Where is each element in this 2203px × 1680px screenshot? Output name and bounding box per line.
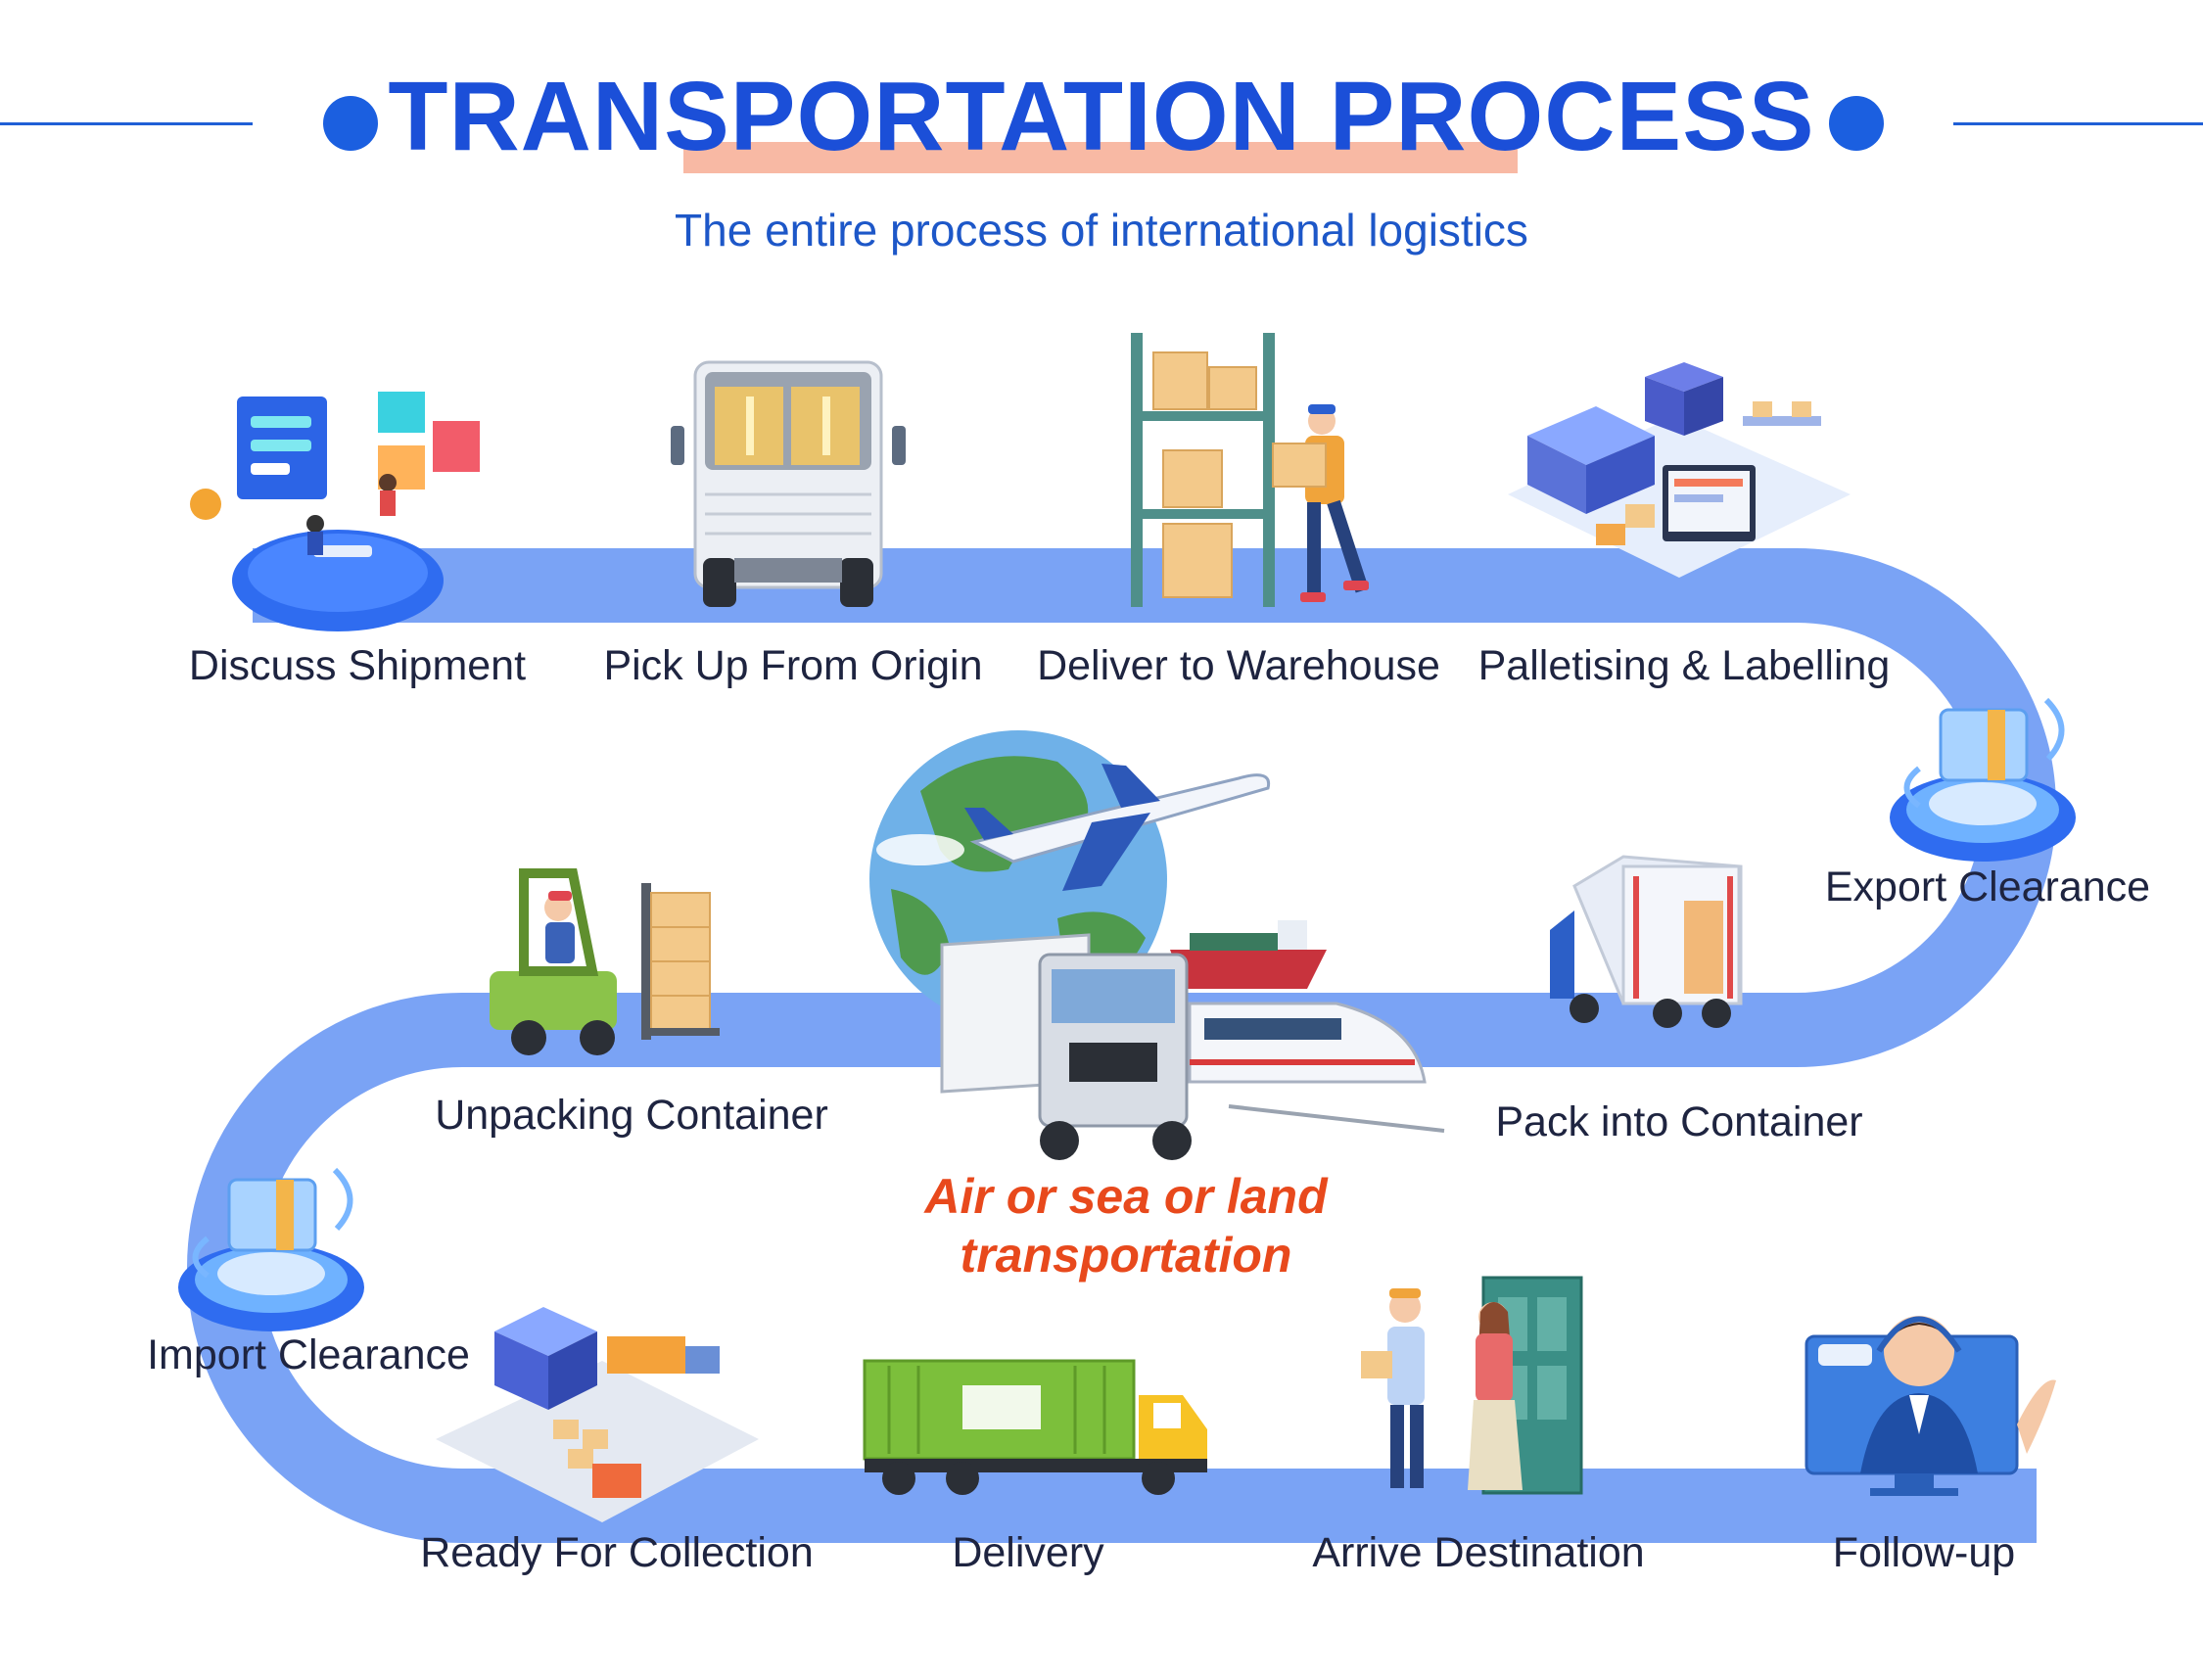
container-truck-icon — [1550, 855, 1743, 1028]
customs-box-icon — [1890, 697, 2076, 862]
handover-icon — [1361, 1276, 1583, 1495]
truck-icon-center — [940, 933, 1192, 1160]
meeting-icon — [190, 392, 480, 631]
step-label-deliver-to-warehouse: Deliver to Warehouse — [1037, 642, 1440, 689]
page-subtitle: The entire process of international logi… — [675, 205, 1528, 256]
title-highlight — [683, 142, 1518, 173]
step-label-export-clearance: Export Clearance — [1824, 863, 2151, 910]
step-label-follow-up: Follow-up — [1832, 1529, 2016, 1576]
depot-icon — [436, 1307, 759, 1522]
step-label-discuss-shipment: Discuss Shipment — [188, 642, 527, 689]
step-label-pack-into-container: Pack into Container — [1495, 1098, 1863, 1145]
ship-icon — [1170, 920, 1327, 989]
header-dot-left — [323, 96, 378, 151]
step-label-palletising-labelling: Palletising & Labelling — [1477, 642, 1891, 689]
step-label-import-clearance: Import Clearance — [147, 1331, 470, 1378]
header-dot-right — [1829, 96, 1884, 151]
header-rule-right — [1953, 122, 2203, 125]
center-transport-label: Air or sea or land transportation — [924, 1169, 1328, 1283]
step-label-pick-up-from-origin: Pick Up From Origin — [603, 642, 983, 689]
container-truck-icon-delivery — [863, 1359, 1207, 1495]
forklift-icon — [490, 868, 720, 1055]
step-label-ready-for-collection: Ready For Collection — [420, 1529, 814, 1576]
warehouse-worker-icon — [1131, 333, 1370, 607]
step-label-unpacking-container: Unpacking Container — [435, 1092, 828, 1139]
truck-icon — [671, 360, 906, 607]
page-title: TRANSPORTATION PROCESS — [388, 62, 1815, 171]
header-rule-left — [0, 122, 253, 125]
factory-icon — [1508, 362, 1851, 578]
airplane-icon — [964, 764, 1271, 891]
step-label-arrive-destination: Arrive Destination — [1312, 1529, 1645, 1576]
step-label-delivery: Delivery — [952, 1529, 1104, 1576]
support-agent-icon — [1805, 1316, 2056, 1496]
customs-box-icon-import — [178, 1167, 364, 1331]
train-icon — [1188, 1002, 1445, 1133]
